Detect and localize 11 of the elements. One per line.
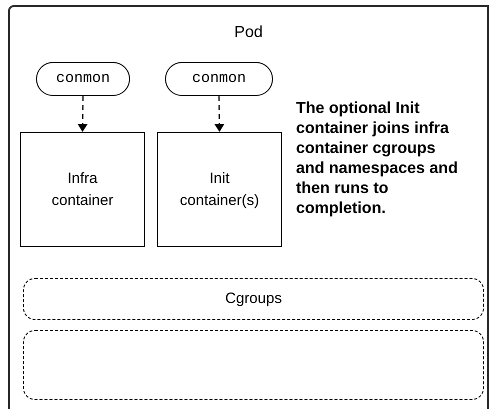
dashed-arrow bbox=[78, 96, 88, 132]
group-title: Pod bbox=[234, 23, 263, 43]
dashed-group-box: Cgroups bbox=[23, 278, 484, 320]
process-pill: conmon bbox=[165, 62, 273, 96]
container-box: Infra container bbox=[20, 132, 145, 247]
dashed-arrow bbox=[214, 96, 224, 132]
container-box: Init container(s) bbox=[157, 132, 282, 247]
dashed-group-box bbox=[23, 330, 484, 400]
annotation-note: The optional Init container joins infra container cgroups and namespaces and then runs to completion. bbox=[296, 99, 459, 219]
process-pill: conmon bbox=[36, 62, 130, 96]
pod-box bbox=[8, 5, 489, 409]
